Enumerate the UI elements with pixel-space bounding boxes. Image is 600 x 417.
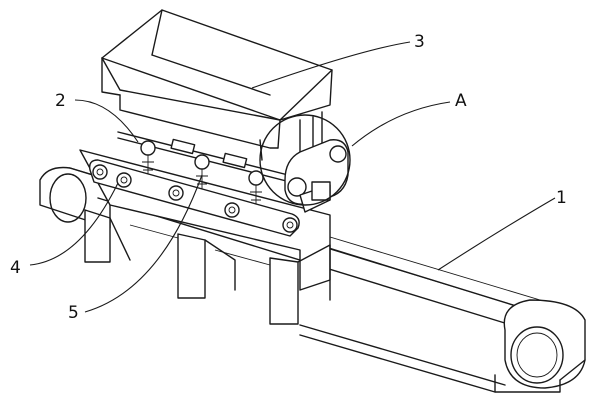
- agitator-1: [140, 140, 156, 176]
- detail-a-drive: [259, 114, 351, 213]
- agitator-2: [194, 154, 210, 190]
- label-a: A: [455, 91, 467, 111]
- label-5: 5: [68, 303, 79, 323]
- hopper: [101, 9, 333, 161]
- agitator-shaft: [117, 131, 301, 206]
- label-4: 4: [10, 258, 21, 278]
- leader-lines: [29, 41, 556, 313]
- label-3: 3: [414, 32, 425, 52]
- label-2: 2: [55, 91, 66, 111]
- chain-drive: [88, 159, 300, 237]
- detail-circle-a: [259, 114, 351, 206]
- label-1: 1: [556, 188, 567, 208]
